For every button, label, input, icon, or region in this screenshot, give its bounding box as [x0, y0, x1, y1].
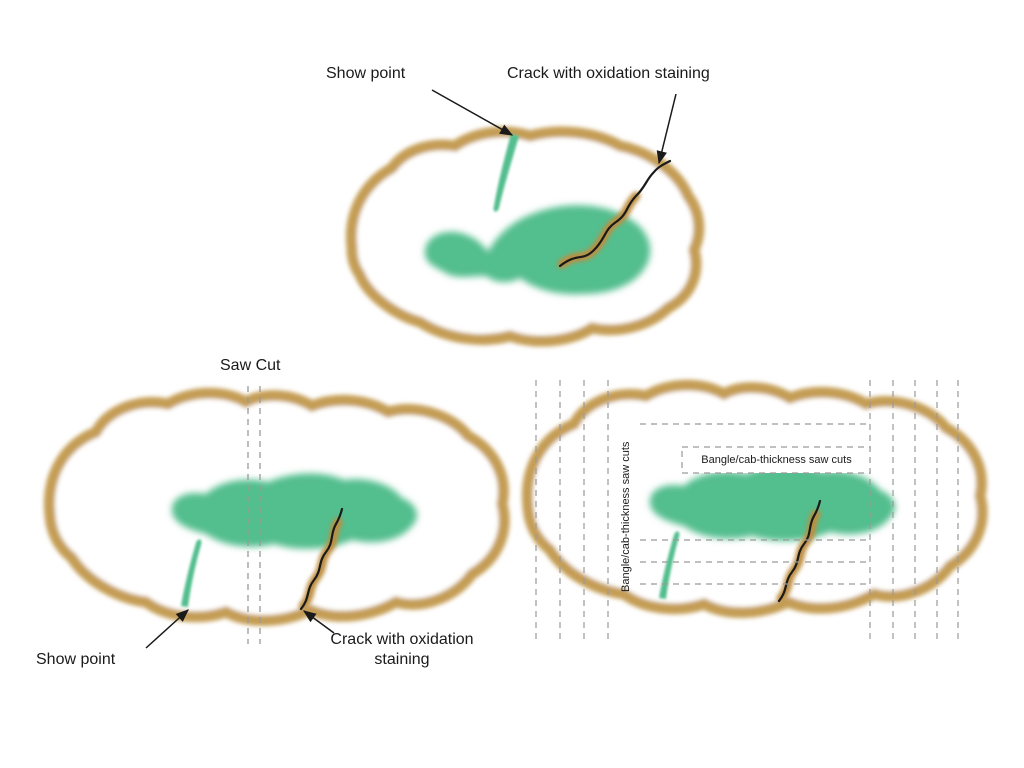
crack-line: [558, 159, 672, 268]
bangle-label-box: [681, 446, 871, 474]
show-point-streak: [493, 134, 519, 212]
arrow-bl-show-point: [145, 609, 189, 649]
jade-core: [424, 205, 651, 295]
top-show-point-label: Show point: [326, 65, 406, 82]
bottom-left-boulder: [49, 393, 504, 620]
bangle-saw-cut-lines-vertical: [535, 380, 959, 644]
arrow-bl-crack: [302, 610, 335, 634]
bottom-right-boulder: [527, 385, 982, 612]
bangle-saw-cut-lines-horizontal: [640, 423, 870, 585]
top-boulder: [345, 126, 705, 347]
bottom-left-crack-label: Crack with oxidation staining: [330, 631, 474, 668]
bottom-left-show-point-label: Show point: [36, 651, 116, 668]
bangle-vertical-saw-cuts-label: Bangle/cab-thickness saw cuts: [620, 441, 632, 592]
bangle-horizontal-saw-cuts-label: Bangle/cab-thickness saw cuts: [701, 454, 852, 466]
arrow-top-show-point: [431, 89, 514, 136]
arrow-top-crack: [656, 93, 677, 165]
top-crack-label: Crack with oxidation staining: [507, 65, 710, 82]
saw-cut-lines: [247, 386, 261, 644]
saw-cut-label: Saw Cut: [220, 357, 281, 374]
